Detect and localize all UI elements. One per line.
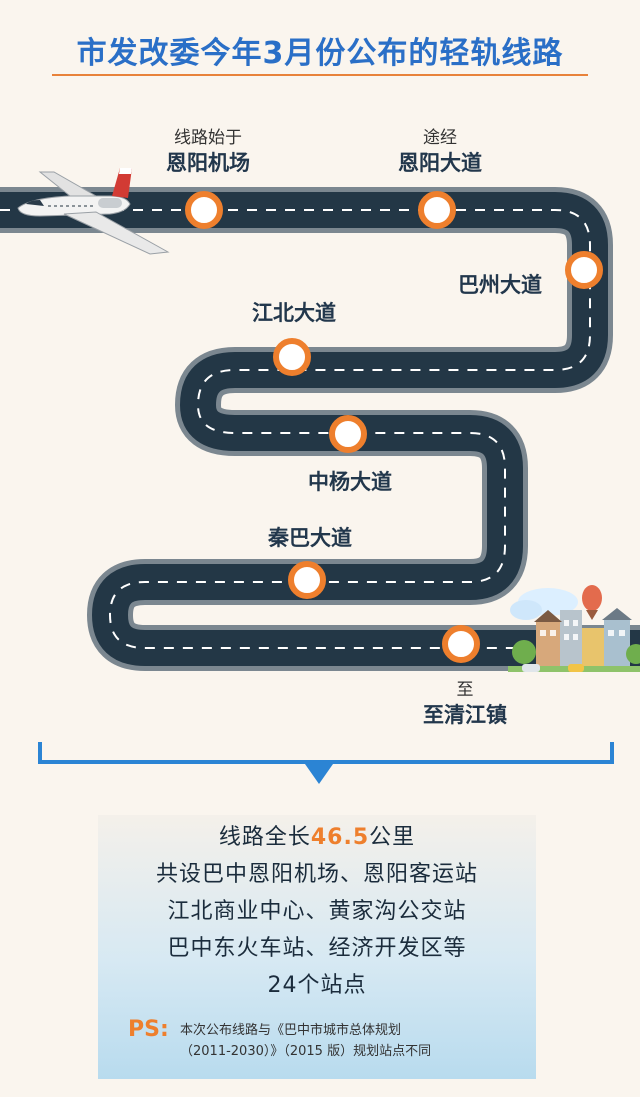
page-title: 市发改委今年3月份公布的轻轨线路 [76, 36, 564, 71]
stop-label-enyang-airport: 线路始于 恩阳机场 [166, 128, 250, 175]
town-illustration [508, 585, 640, 672]
stop-label-zhongyang-avenue: 中杨大道 [308, 470, 392, 494]
ps-note: 本次公布线路与《巴中市城市总体规划 （2011-2030）》（2015 版）规划… [180, 1023, 432, 1059]
stop-label-jiangbei-avenue: 江北大道 [252, 301, 336, 325]
station-marker-6 [288, 561, 326, 599]
stop-label-bazhou-avenue: 巴州大道 [458, 273, 542, 297]
stop-label-qingjiang-town: 至 至清江镇 [423, 680, 507, 727]
title-underline [52, 74, 588, 76]
station-marker-4 [273, 338, 311, 376]
route-length-value: 46.5 [310, 825, 370, 850]
station-marker-1 [185, 191, 223, 229]
summary-panel: 线路全长46.5公里 共设巴中恩阳机场、恩阳客运站 江北商业中心、黄家沟公交站 … [98, 815, 536, 1079]
airplane-icon [17, 168, 170, 255]
station-marker-2 [418, 191, 456, 229]
summary-line-4: 巴中东火车站、经济开发区等 [167, 936, 467, 961]
summary-line-5: 24个站点 [267, 973, 367, 998]
summary-line-3: 江北商业中心、黄家沟公交站 [167, 899, 467, 924]
summary-line-2: 共设巴中恩阳机场、恩阳客运站 [155, 862, 478, 887]
station-marker-3 [565, 251, 603, 289]
route-length-line: 线路全长46.5公里 [218, 825, 416, 850]
stop-label-qinba-avenue: 秦巴大道 [268, 526, 352, 550]
ps-label: PS: [128, 1017, 169, 1042]
summary-bracket [38, 742, 614, 764]
summary-pointer-arrow [305, 764, 333, 784]
station-markers [185, 191, 603, 663]
stop-label-enyang-avenue: 途经 恩阳大道 [398, 128, 482, 175]
station-marker-7 [442, 625, 480, 663]
station-marker-5 [329, 415, 367, 453]
road-centerline [0, 209, 640, 649]
